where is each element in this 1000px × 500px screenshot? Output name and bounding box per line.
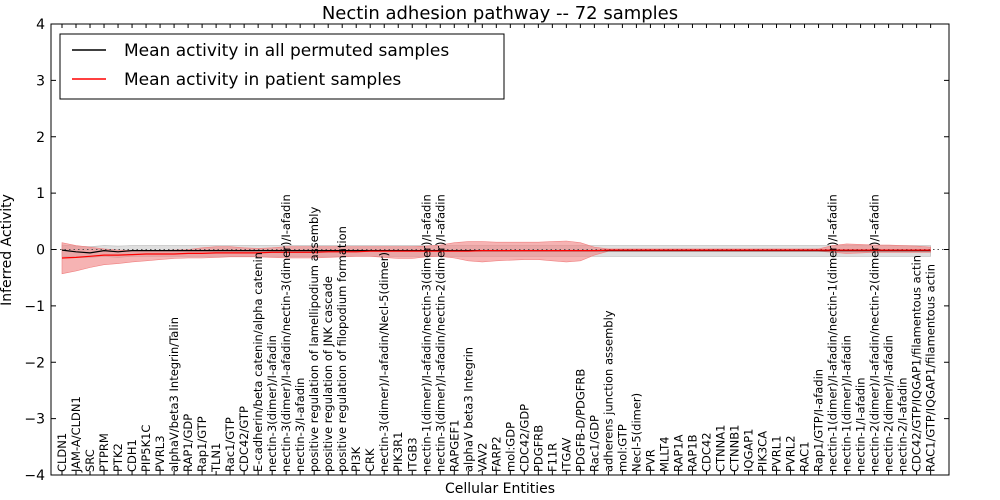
legend: Mean activity in all permuted samples Me…: [59, 33, 505, 100]
x-tick-label: alphaV/beta3 Integrin/Talin: [167, 317, 181, 472]
x-tick-label: RAP1/GDP: [181, 414, 195, 472]
x-tick-label: PIP5K1C: [139, 425, 153, 472]
x-tick-label: nectin-3(dimer)/I-afadin: [265, 335, 279, 472]
x-tick-label: nectin-1/I-afadin: [854, 378, 868, 473]
x-tick-label: PDGFB-D/PDGFRB: [573, 369, 587, 472]
x-tick-label: PVRL3: [153, 435, 167, 472]
x-tick-label: CDC42: [699, 432, 713, 472]
x-tick-label: mol:GTP: [615, 424, 629, 472]
x-tick-label: TLN1: [209, 443, 223, 473]
x-tick-label: nectin-3(dimer)/I-afadin/nectin-2(dimer)…: [433, 194, 447, 472]
x-tick-label: CDC42/GTP: [237, 406, 251, 472]
x-tick-label: nectin-1(dimer)/I-afadin/nectin-1(dimer)…: [826, 194, 840, 472]
x-tick-label: positive regulation of filopodium format…: [335, 226, 349, 472]
x-tick-label: PVRL1: [770, 435, 784, 472]
x-tick-label: nectin-1(dimer)/I-afadin: [840, 335, 854, 472]
x-tick-label: RAP1B: [685, 434, 699, 472]
x-tick-label: adherens junction assembly: [601, 310, 615, 472]
x-tick-label: mol:GDP: [503, 422, 517, 472]
x-tick-label: PIK3CA: [756, 431, 770, 472]
y-tick-label: 3: [36, 73, 45, 89]
x-tick-label: positive regulation of JNK cascade: [321, 276, 335, 472]
x-tick-label: RAC1: [798, 441, 812, 472]
legend-label-patient: Mean activity in patient samples: [124, 70, 401, 90]
x-tick-label: RAP1A: [671, 434, 685, 472]
x-tick-label: nectin-2(dimer)/I-afadin/nectin-2(dimer)…: [868, 194, 882, 472]
y-tick-label: −4: [24, 468, 45, 484]
x-tick-label: CRK: [363, 448, 377, 472]
x-tick-label: PIK3R1: [391, 432, 405, 473]
x-tick-label: RAC1/GTP/IQGAP1/filamentous actin: [924, 264, 938, 472]
x-tick-label: Necl-5(dimer): [629, 393, 643, 472]
x-tick-label: Rac1/GTP: [223, 417, 237, 472]
y-tick-label: −1: [24, 299, 45, 315]
x-tick-label: CTNNA1: [713, 425, 727, 472]
x-tick-label: PDGFRB: [531, 425, 545, 472]
legend-label-permuted: Mean activity in all permuted samples: [124, 41, 449, 61]
y-axis: −4 −3 −2 −1 0 1 2 3 4: [24, 17, 949, 484]
x-tick-label: nectin-3(dimer)/I-afadin/Necl-5(dimer): [377, 252, 391, 472]
x-tick-label: RAPGEF1: [447, 420, 461, 472]
x-tick-label: FARP2: [489, 436, 503, 472]
y-tick-label: 1: [36, 186, 45, 202]
x-tick-label: E-cadherin/beta catenin/alpha catenin: [251, 252, 265, 472]
x-tick-label: CDC42/GTP/IQGAP1/filamentous actin: [910, 255, 924, 472]
x-tick-label: MLLT4: [657, 437, 671, 473]
x-tick-label: F11R: [545, 443, 559, 472]
x-tick-label: CLDN1: [55, 433, 69, 472]
x-tick-label: nectin-1(dimer)/I-afadin/nectin-3(dimer)…: [419, 194, 433, 472]
y-tick-label: −2: [24, 355, 45, 371]
x-tick-label: PVR: [643, 449, 657, 472]
x-tick-label: VAV2: [475, 443, 489, 472]
x-tick-label: CDH1: [125, 439, 139, 472]
x-tick-label: CTNNB1: [727, 425, 741, 472]
chart-title: Nectin adhesion pathway -- 72 samples: [322, 3, 678, 24]
x-tick-label: SRC: [83, 449, 97, 472]
x-tick-label: Rac1/GDP: [587, 415, 601, 472]
x-tick-label: ITGB3: [405, 437, 419, 472]
series-lines: [61, 249, 931, 259]
x-tick-label: Rap1/GTP: [195, 416, 209, 472]
x-tick-label: Rap1/GTP/I-afadin: [812, 369, 826, 472]
y-tick-label: 0: [36, 243, 45, 259]
series-line-patient: [61, 249, 931, 259]
legend-box: [59, 33, 505, 100]
x-tick-label: ITGAV: [559, 438, 573, 472]
y-tick-label: 2: [36, 130, 45, 146]
x-tick-label: nectin-2(dimer)/I-afadin: [882, 335, 896, 472]
x-axis-label: Cellular Entities: [445, 481, 555, 497]
y-axis-label: Inferred Activity: [0, 194, 15, 306]
x-tick-label: nectin-2/I-afadin: [896, 378, 910, 473]
x-tick-label: PI3K: [349, 446, 363, 472]
x-tick-label: nectin-3(dimer)/I-afadin/nectin-3(dimer)…: [279, 194, 293, 472]
confidence-bands: [61, 240, 931, 275]
x-tick-label: PTPRM: [97, 433, 111, 472]
x-tick-label: alphaV beta3 Integrin: [461, 347, 475, 472]
x-tick-label: JAM-A/CLDN1: [69, 396, 83, 473]
x-tick-label: IQGAP1: [741, 429, 755, 472]
y-tick-label: 4: [36, 17, 45, 33]
x-tick-label: PVRL2: [784, 435, 798, 472]
x-tick-label: nectin-3/I-afadin: [293, 378, 307, 473]
x-tick-label: positive regulation of lamellipodium ass…: [307, 207, 321, 472]
y-tick-label: −3: [24, 412, 45, 428]
x-tick-label: CDC42/GDP: [517, 404, 531, 472]
x-tick-label: PTK2: [111, 443, 125, 472]
